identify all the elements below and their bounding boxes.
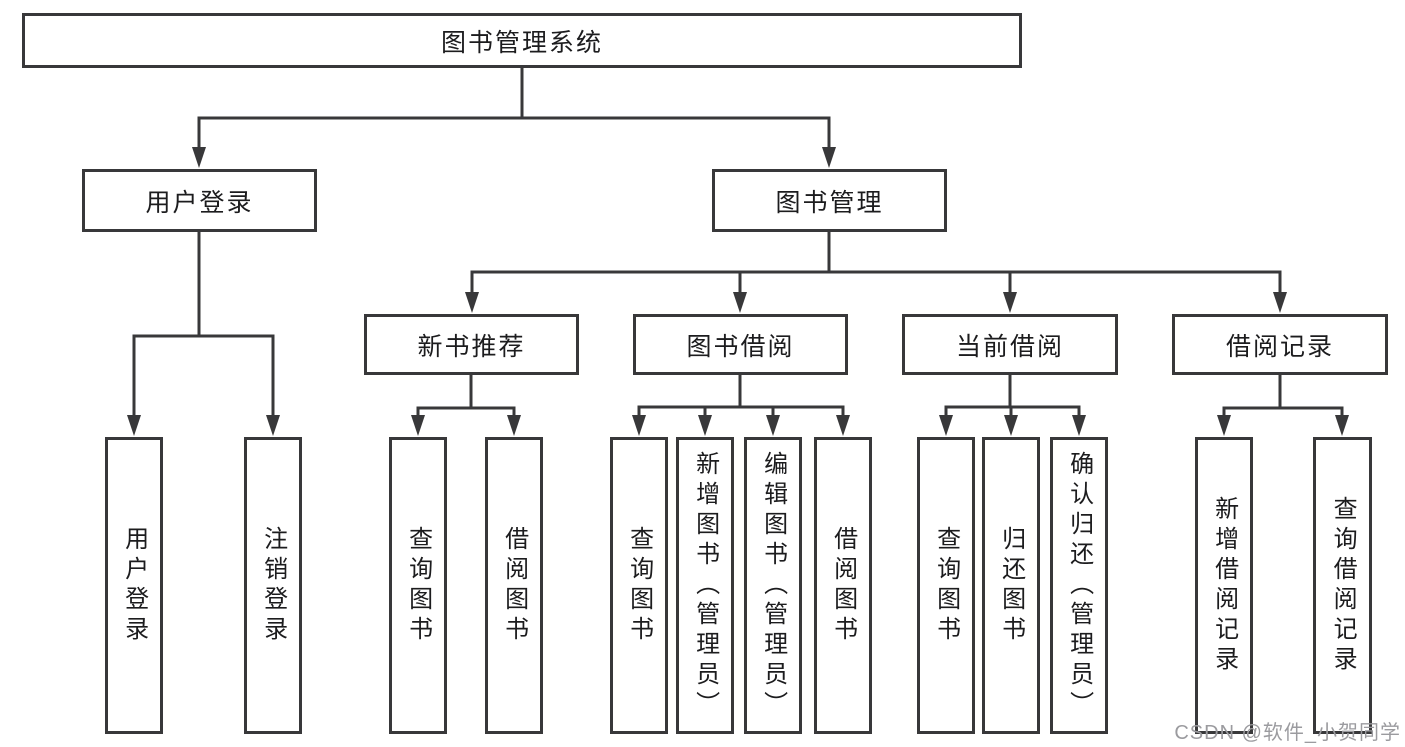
leaf-label: 借阅图书 [829, 525, 857, 646]
leaf-label: 借阅图书 [500, 525, 528, 646]
node-book-borrow: 图书借阅 [633, 314, 848, 375]
leaf-return-book: 归还图书 [982, 437, 1040, 734]
leaf-query-books-recommend: 查询图书 [389, 437, 447, 734]
leaf-label: 用户登录 [120, 525, 148, 646]
node-new-book-recommend: 新书推荐 [364, 314, 579, 375]
leaf-label: 注销登录 [259, 525, 287, 646]
leaf-label: 查询图书 [625, 525, 653, 646]
node-borrow-records: 借阅记录 [1172, 314, 1388, 375]
watermark-text: CSDN @软件_小贺同学 [1174, 722, 1401, 744]
leaf-query-books-current: 查询图书 [917, 437, 975, 734]
leaf-label: 查询借阅记录 [1329, 495, 1357, 676]
leaf-label: 确认归还（管理员） [1065, 450, 1093, 721]
leaf-label: 查询图书 [932, 525, 960, 646]
leaf-label: 查询图书 [404, 525, 432, 646]
leaf-label: 新增图书（管理员） [691, 450, 719, 721]
node-current-borrow: 当前借阅 [902, 314, 1118, 375]
leaf-add-book-admin: 新增图书（管理员） [676, 437, 734, 734]
leaf-label: 编辑图书（管理员） [759, 450, 787, 721]
node-book-management: 图书管理 [712, 169, 947, 232]
leaf-add-borrow-record: 新增借阅记录 [1195, 437, 1253, 734]
leaf-query-borrow-record: 查询借阅记录 [1313, 437, 1372, 734]
leaf-edit-book-admin: 编辑图书（管理员） [744, 437, 802, 734]
leaf-label: 新增借阅记录 [1210, 495, 1238, 676]
node-user-login: 用户登录 [82, 169, 317, 232]
leaf-user-login: 用户登录 [105, 437, 163, 734]
leaf-borrow-books-recommend: 借阅图书 [485, 437, 543, 734]
leaf-logout: 注销登录 [244, 437, 302, 734]
node-library-management-system: 图书管理系统 [22, 13, 1022, 68]
leaf-confirm-return-admin: 确认归还（管理员） [1050, 437, 1108, 734]
leaf-query-books-borrow: 查询图书 [610, 437, 668, 734]
leaf-borrow-books: 借阅图书 [814, 437, 872, 734]
leaf-label: 归还图书 [997, 525, 1025, 646]
